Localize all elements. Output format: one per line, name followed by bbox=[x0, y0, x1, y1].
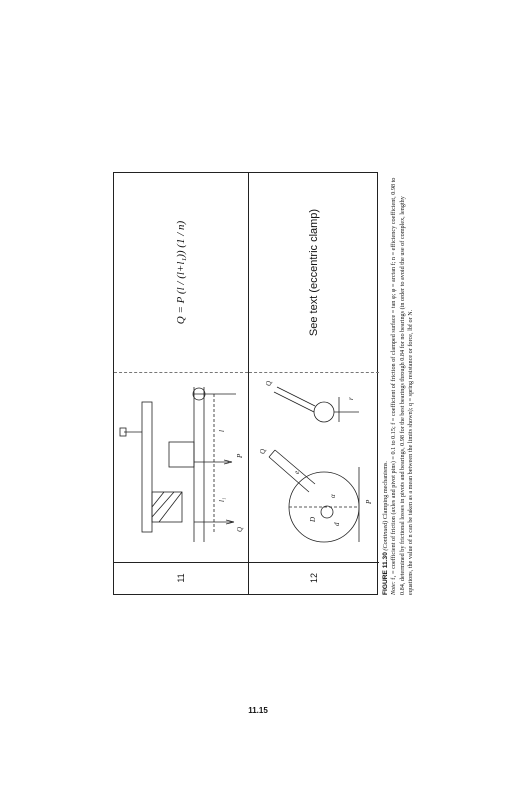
figure-label-D: D bbox=[309, 517, 317, 523]
caption-title: Clamping mechanisms. bbox=[382, 461, 389, 520]
figure-label-r: r bbox=[347, 397, 355, 400]
figure-label-alpha: α bbox=[329, 494, 337, 498]
text-cell: See text (eccentric clamp) bbox=[249, 173, 379, 372]
figure-label-q: Q bbox=[259, 449, 267, 454]
figure-label-l1: l₁ bbox=[218, 498, 226, 502]
rotated-table-page: 11 bbox=[113, 172, 414, 595]
figure-label-p: P bbox=[365, 499, 373, 505]
figure-cell: Q P l l₁ bbox=[114, 372, 248, 562]
figure-caption: FIGURE 11.30 (Continued) Clamping mechan… bbox=[382, 172, 416, 595]
clamping-table: 11 bbox=[113, 172, 379, 595]
figure-id: FIGURE 11.30 bbox=[382, 552, 389, 595]
row-number-cell: 12 bbox=[249, 562, 379, 594]
figure-label-d: d bbox=[333, 522, 341, 526]
figure-label-q: Q bbox=[236, 527, 244, 532]
row-number-cell: 11 bbox=[114, 562, 248, 594]
see-text-note: See text (eccentric clamp) bbox=[308, 208, 320, 337]
clamp-force-formula: Q = P (l / (l+l₁)) (1 / n) bbox=[175, 220, 187, 325]
table-row: 12 bbox=[249, 173, 379, 594]
table-row: 11 bbox=[114, 173, 249, 594]
note-text: f₁ = coefficient of friction (axles and … bbox=[390, 177, 415, 595]
row-number: 11 bbox=[176, 573, 186, 583]
caption-continued: (Continued) bbox=[382, 520, 389, 551]
lever-clamp-figure: Q P l l₁ bbox=[119, 387, 244, 542]
caption-note: Note: f₁ = coefficient of friction (axle… bbox=[390, 172, 415, 595]
figure-label-p: P bbox=[236, 453, 244, 459]
page-number: 11.15 bbox=[248, 706, 268, 715]
row-number: 12 bbox=[309, 573, 319, 584]
figure-label-q2: Q bbox=[265, 381, 273, 386]
caption-title-line: FIGURE 11.30 (Continued) Clamping mechan… bbox=[382, 172, 390, 595]
figure-cell: Q Q P e α D d r bbox=[249, 372, 379, 562]
eccentric-clamp-figure: Q Q P e α D d r bbox=[259, 381, 373, 543]
figure-label-e: e bbox=[293, 471, 301, 474]
formula-cell: Q = P (l / (l+l₁)) (1 / n) bbox=[114, 173, 248, 372]
figure-label-l: l bbox=[218, 430, 226, 432]
note-label: Note: bbox=[390, 581, 398, 595]
